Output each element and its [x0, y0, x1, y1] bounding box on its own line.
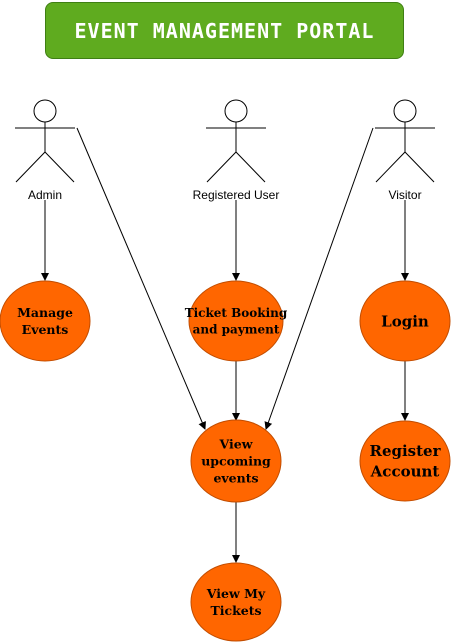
use-case-label: Ticket Booking [185, 306, 288, 320]
use-case-ellipse [0, 280, 91, 362]
page-title: EVENT MANAGEMENT PORTAL [45, 2, 404, 59]
use-case-label: Events [22, 322, 69, 337]
arrow-admin-to-view-upcoming-events [76, 127, 206, 430]
stick-figure-icon [375, 99, 435, 183]
use-case-label: View My [206, 586, 266, 601]
actor-registered-user: Registered User [193, 99, 280, 202]
use-case-label: Register [369, 442, 441, 460]
use-case-ellipse [190, 419, 282, 503]
arrow-visitor-to-view-upcoming-events [264, 127, 374, 430]
use-case-label: events [213, 470, 258, 485]
connections [41, 127, 409, 563]
use-case-ellipse [359, 280, 451, 362]
use-case-ellipse [190, 562, 282, 642]
use-case-label: View [219, 437, 254, 452]
actors: Admin Registered User Visitor [15, 99, 435, 202]
actor-label: Registered User [193, 188, 280, 202]
use-case-login: Login [359, 280, 451, 362]
actor-label: Admin [28, 188, 62, 202]
use-case-label: Account [370, 462, 440, 480]
use-case-label: Tickets [210, 603, 261, 618]
actor-label: Visitor [388, 188, 421, 202]
stick-figure-icon [206, 99, 266, 183]
actor-visitor: Visitor [375, 99, 435, 202]
use-case-ellipse [188, 280, 284, 362]
stick-figure-icon [15, 99, 75, 183]
use-case-ellipse [359, 420, 451, 502]
use-case-label: and payment [193, 322, 280, 336]
actor-admin: Admin [15, 99, 75, 202]
use-case-label: upcoming [201, 453, 271, 468]
use-case-view-my-tickets: View My Tickets [190, 562, 282, 642]
use-case-label: Manage [17, 305, 73, 320]
use-case-ticket-booking: Ticket Booking and payment [185, 280, 288, 362]
use-case-label: Login [381, 312, 429, 330]
